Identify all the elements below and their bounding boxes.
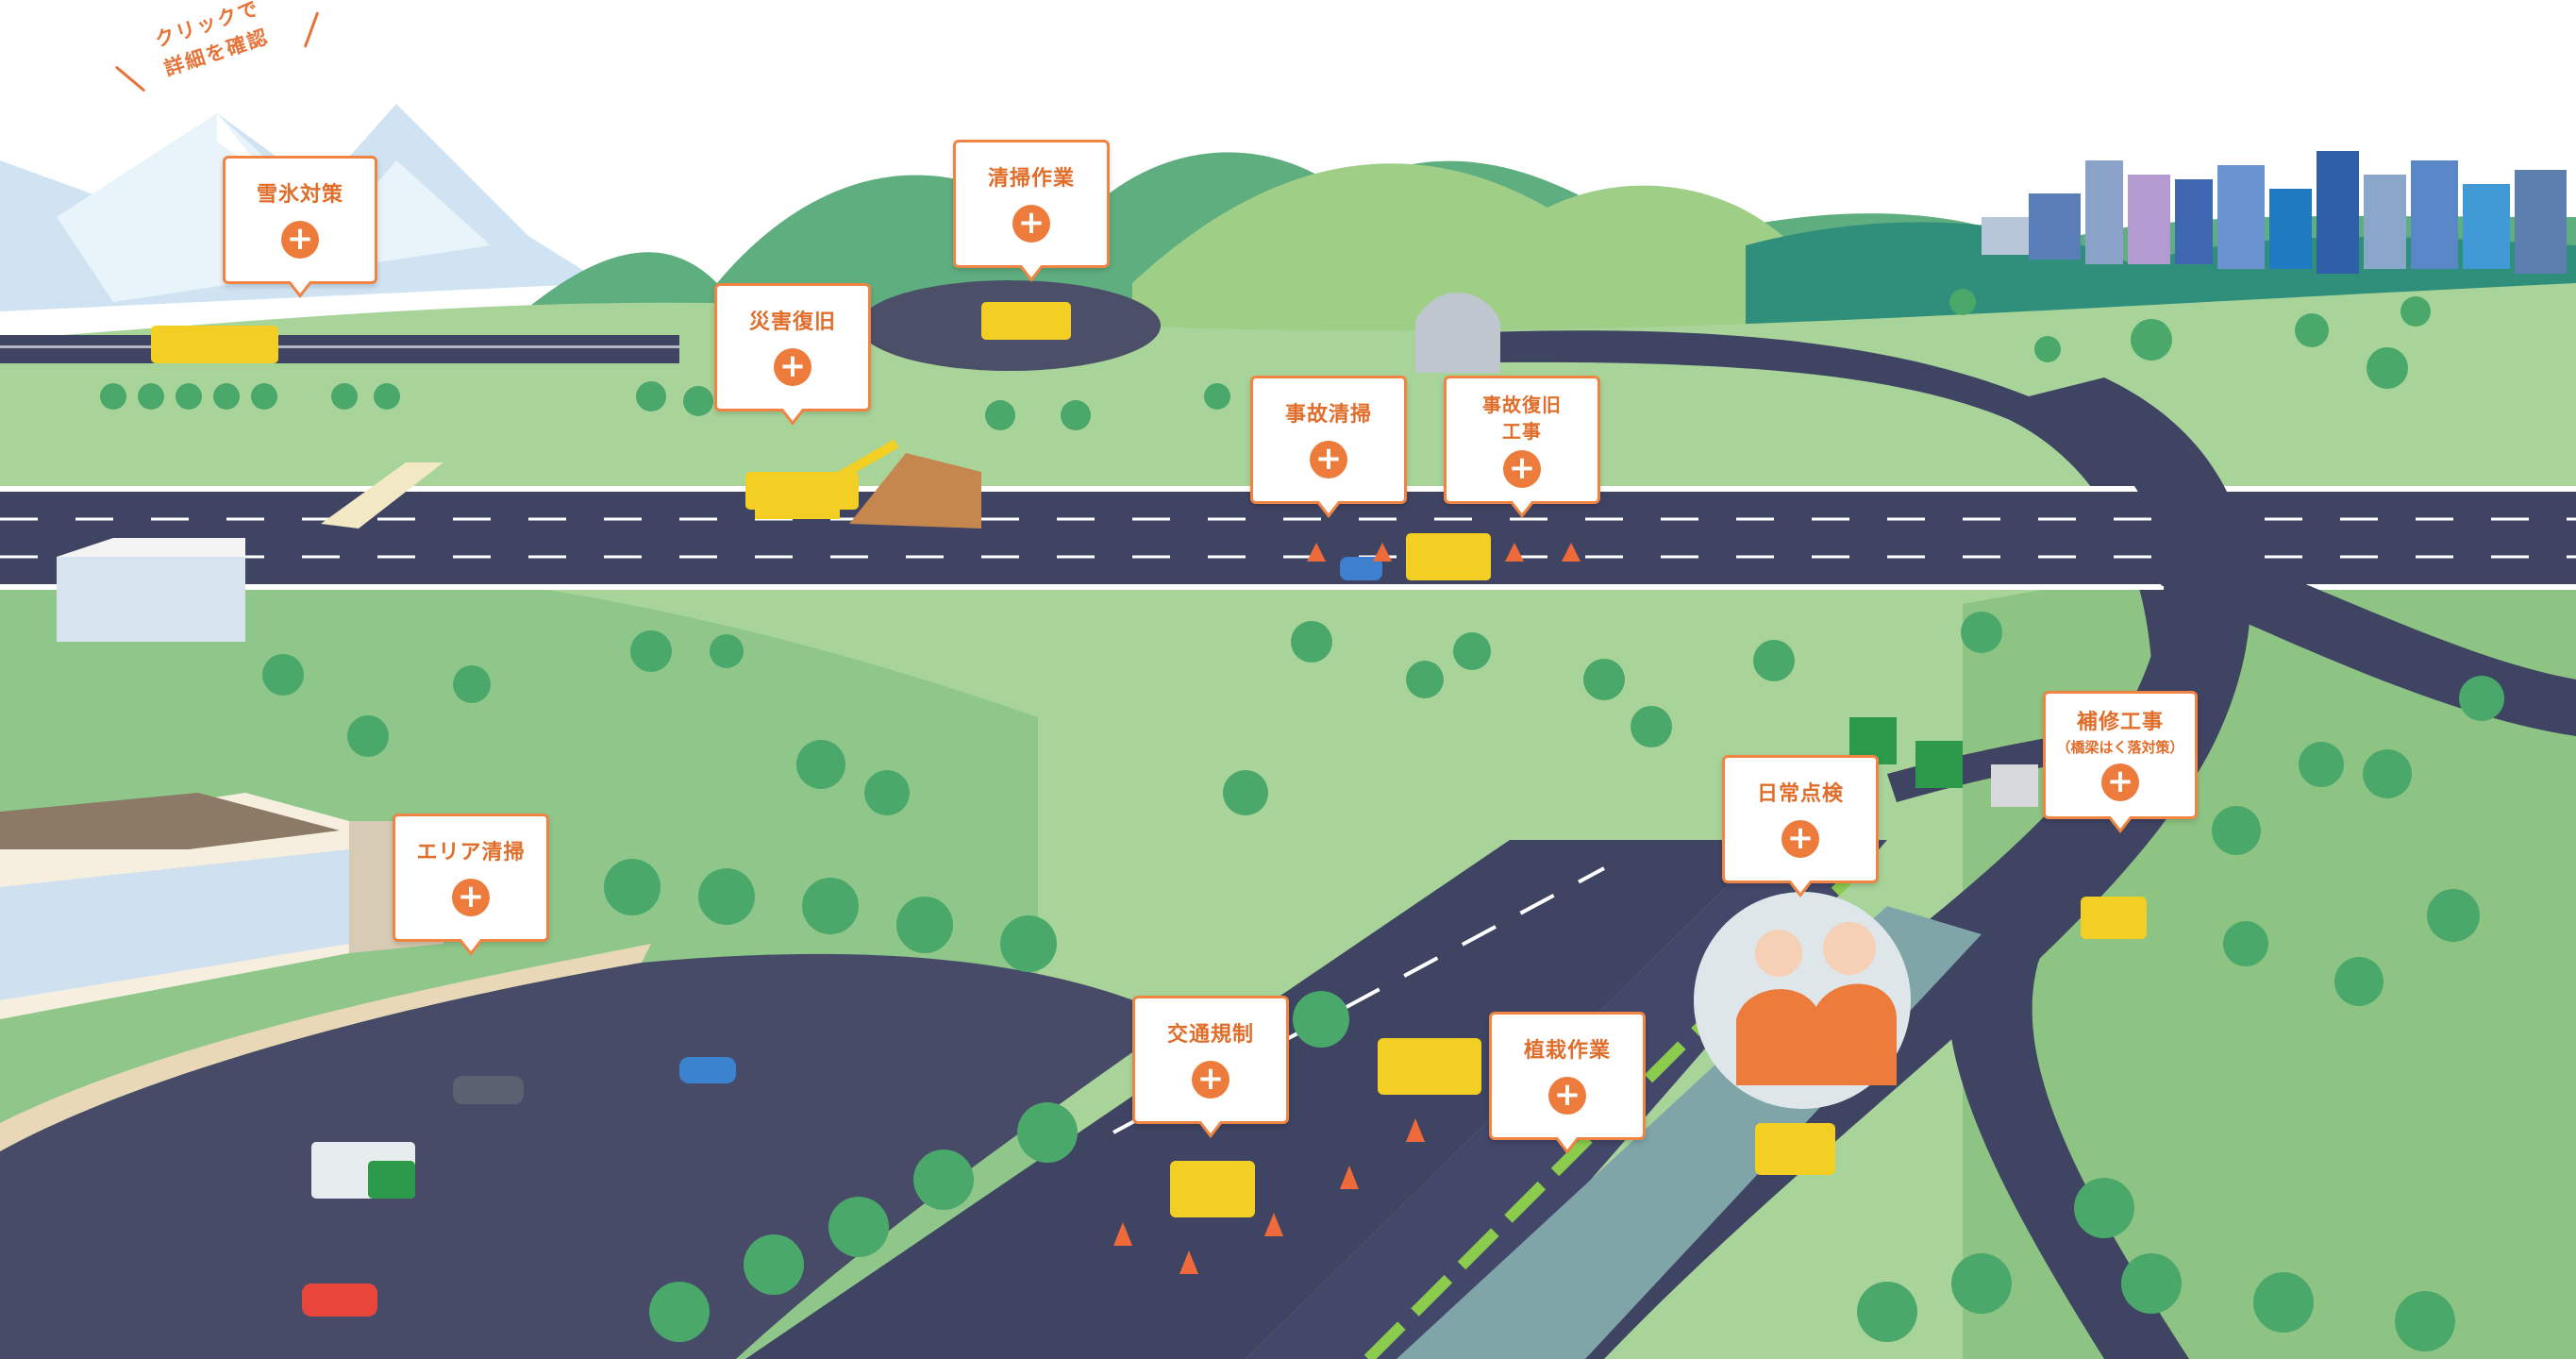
callout-traffic-control-label: 交通規制 <box>1166 1023 1254 1047</box>
callout-accident-recovery-work-label: 事故復旧 工事 <box>1482 394 1562 443</box>
callout-accident-cleanup[interactable]: 事故清掃 + <box>1250 376 1407 518</box>
cleaning-plus-icon: + <box>1012 205 1050 243</box>
callout-planting-work[interactable]: 植栽作業 + <box>1489 1012 1646 1154</box>
repair-work-plus-icon: + <box>2101 763 2139 801</box>
parking-lot <box>0 944 1179 1359</box>
callout-cleaning[interactable]: 清掃作業 + <box>953 140 1110 282</box>
callout-accident-cleanup-label: 事故清掃 <box>1284 403 1372 427</box>
trees <box>100 289 2504 1351</box>
upper-highway <box>0 330 2189 661</box>
callout-area-cleaning[interactable]: エリア清掃 + <box>393 814 549 956</box>
accident-recovery-work-plus-icon: + <box>1503 450 1541 488</box>
callout-cleaning-label: 清掃作業 <box>987 167 1075 191</box>
callout-area-cleaning-label: エリア清掃 <box>416 841 526 864</box>
city-skyline <box>1982 151 2567 274</box>
toll-structures <box>57 462 443 642</box>
planting-work-plus-icon: + <box>1548 1077 1586 1115</box>
accident-cleanup-plus-icon: + <box>1310 441 1347 478</box>
service-area-building <box>0 793 443 1019</box>
callout-repair-work-label: 補修工事 <box>2076 711 2164 734</box>
callout-daily-inspection[interactable]: 日常点検 + <box>1722 755 1879 898</box>
snow-ice-plus-icon: + <box>281 221 319 259</box>
callout-disaster-recovery[interactable]: 災害復旧 + <box>714 283 871 426</box>
callout-repair-work-sub: （橋梁はく落対策） <box>2056 739 2184 756</box>
callout-traffic-control[interactable]: 交通規制 + <box>1132 996 1289 1138</box>
road-signs <box>1849 717 2038 807</box>
callout-planting-work-label: 植栽作業 <box>1523 1039 1611 1063</box>
daily-inspection-plus-icon: + <box>1781 820 1819 858</box>
tunnel-portal <box>1415 293 1500 373</box>
disaster-site <box>755 439 981 528</box>
traffic-cones <box>1113 543 1581 1274</box>
area-cleaning-plus-icon: + <box>452 879 490 916</box>
callout-snow-ice[interactable]: 雪氷対策 + <box>223 156 377 298</box>
callout-accident-recovery-work[interactable]: 事故復旧 工事 + <box>1444 376 1600 518</box>
inspector-illustration <box>1694 892 1911 1109</box>
callout-repair-work[interactable]: 補修工事 （橋梁はく落対策） + <box>2043 691 2198 833</box>
traffic-control-plus-icon: + <box>1192 1061 1229 1099</box>
disaster-recovery-plus-icon: + <box>774 348 811 386</box>
callout-disaster-recovery-label: 災害復旧 <box>748 310 836 334</box>
callout-daily-inspection-label: 日常点検 <box>1756 782 1844 806</box>
callout-snow-ice-label: 雪氷対策 <box>256 183 343 207</box>
